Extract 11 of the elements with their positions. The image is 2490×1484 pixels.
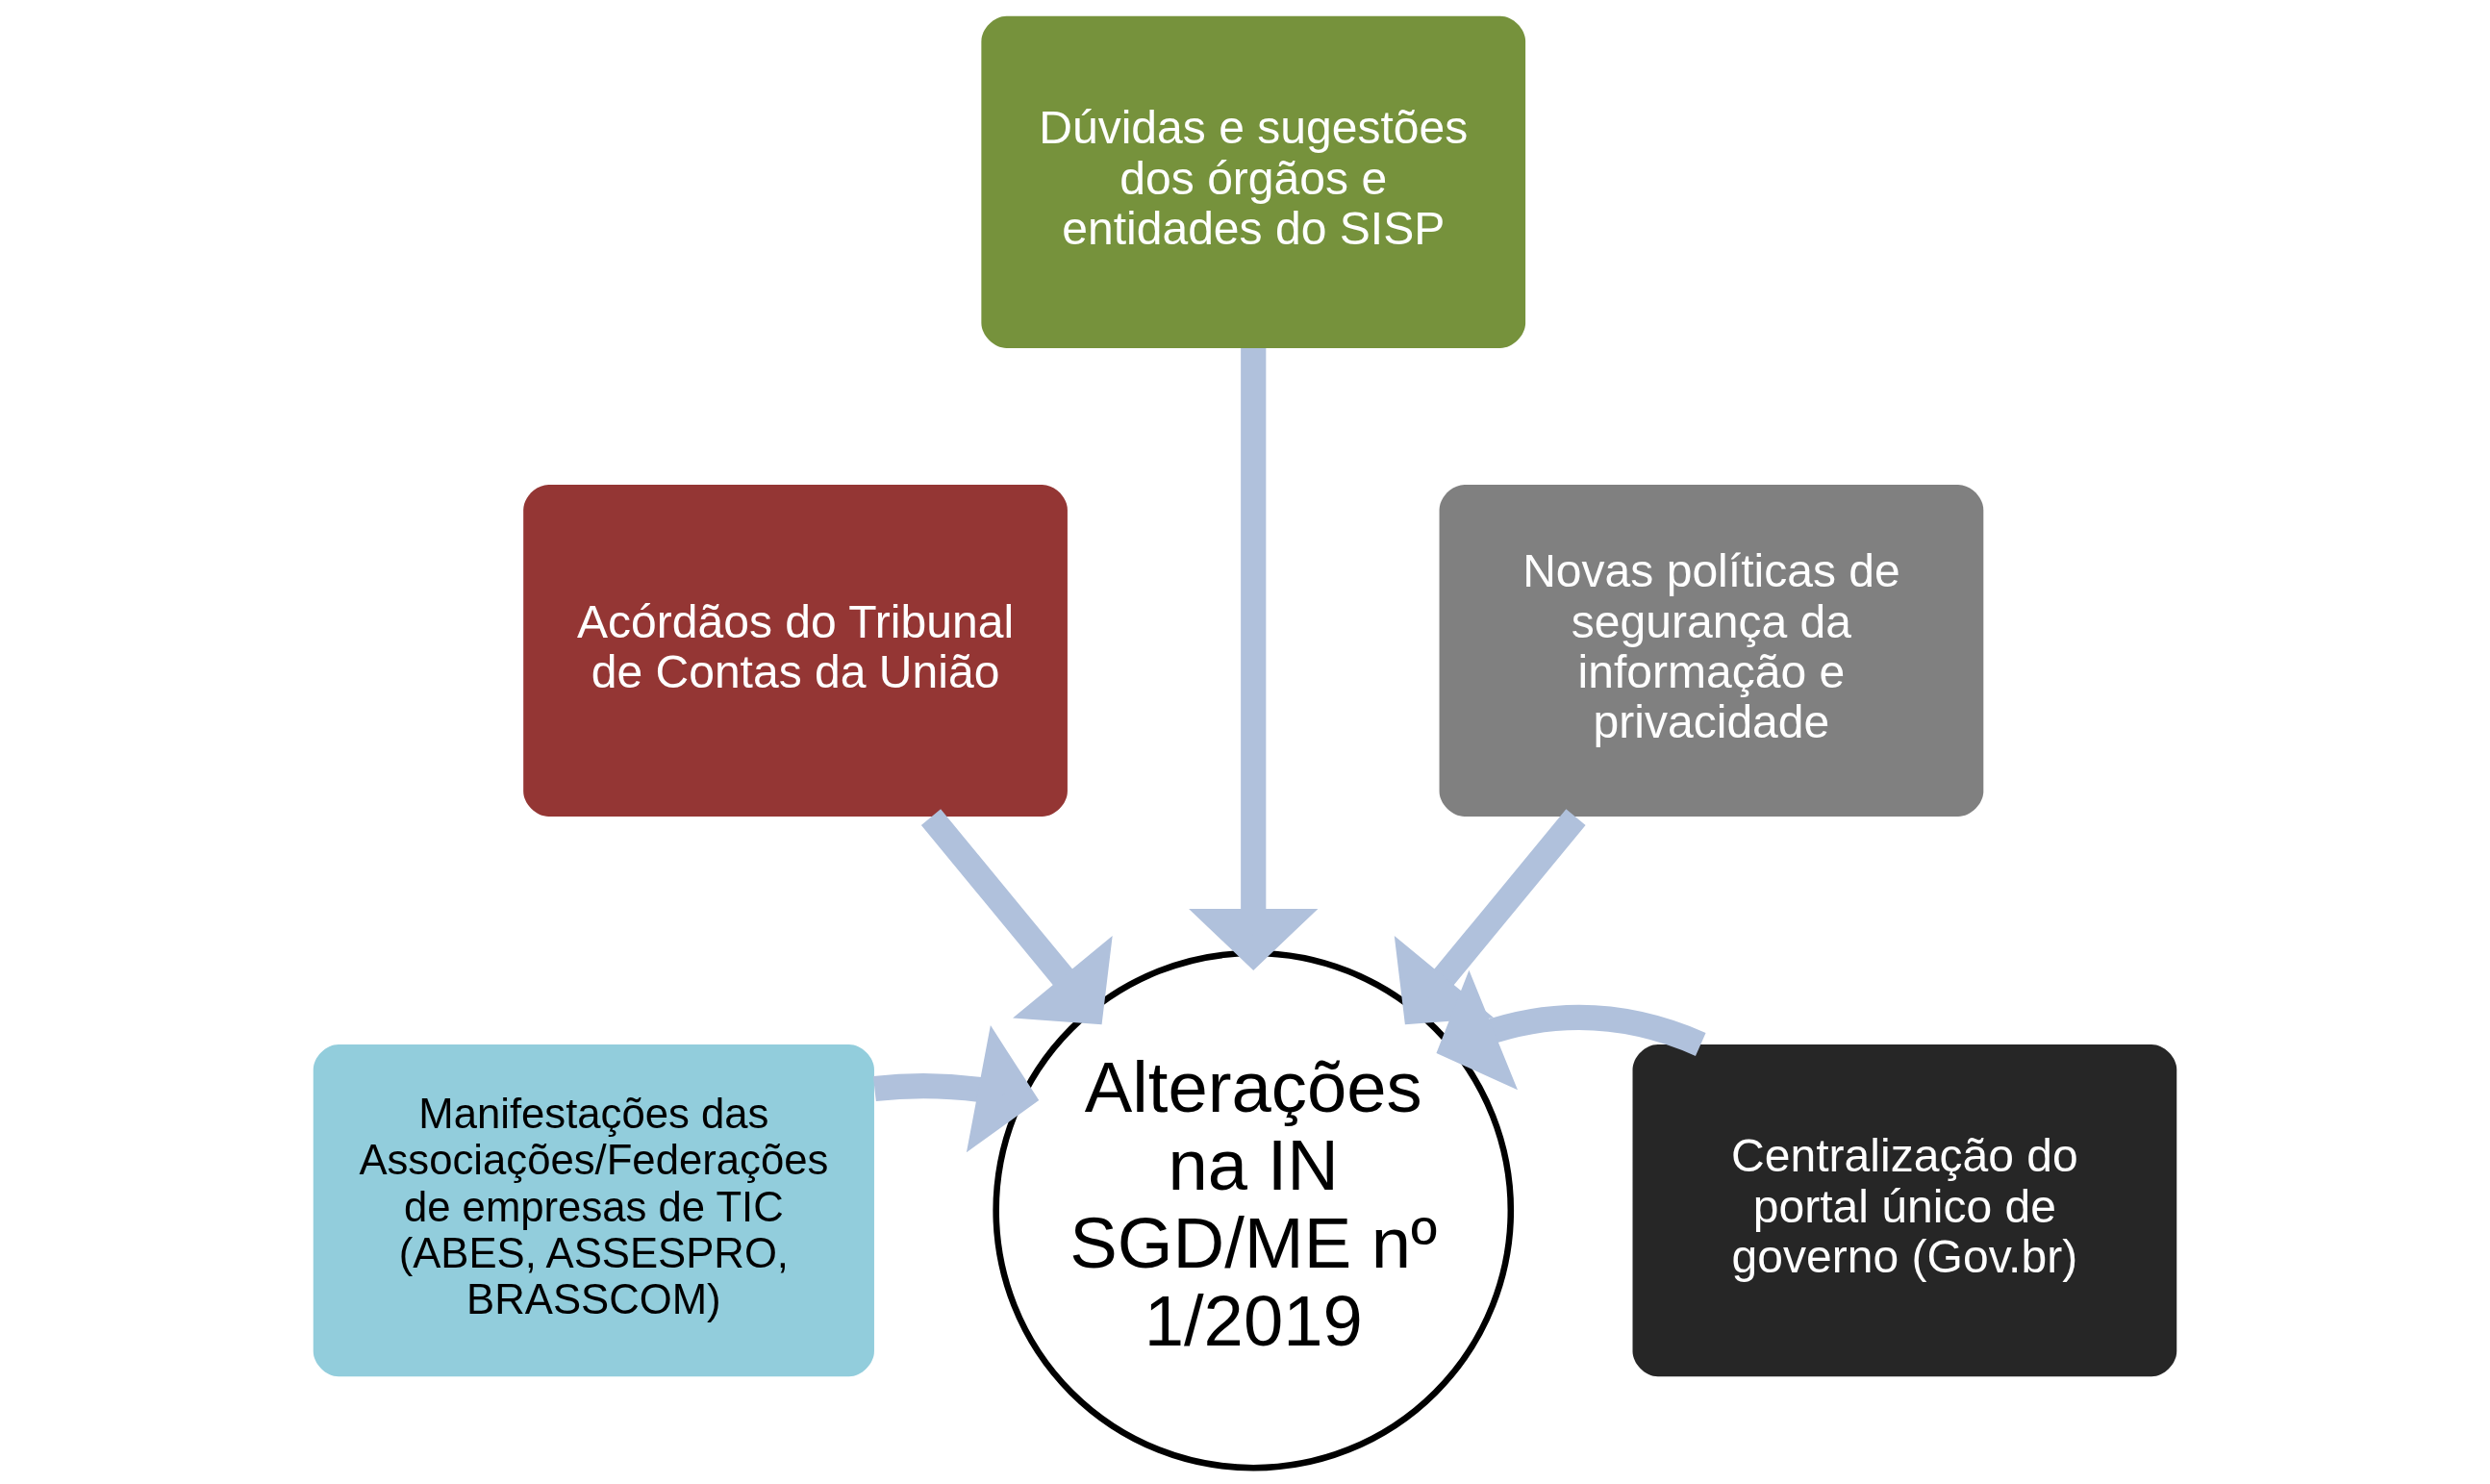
node-box: Manifestações das Associações/Federações de empresas de TIC (ABES, ASSESPRO, BRASSCOM)	[313, 1044, 874, 1377]
node-box: Dúvidas e sugestões dos órgãos e entidades do SISP	[981, 15, 1526, 348]
node-box: Novas políticas de segurança da informação e privacidade	[1439, 484, 1984, 817]
arrow	[1189, 348, 1319, 970]
node-circle: Alterações na IN SGD/ME nº 1/2019	[993, 949, 1515, 1471]
node-box: Centralização do portal único de governo (Gov.br)	[1632, 1044, 2177, 1377]
node-box: Acórdãos do Tribunal de Contas da União	[523, 484, 1068, 817]
arrow	[873, 1025, 1040, 1153]
arrow	[1436, 969, 1706, 1091]
arrow	[920, 809, 1113, 1025]
arrow	[1394, 809, 1586, 1025]
